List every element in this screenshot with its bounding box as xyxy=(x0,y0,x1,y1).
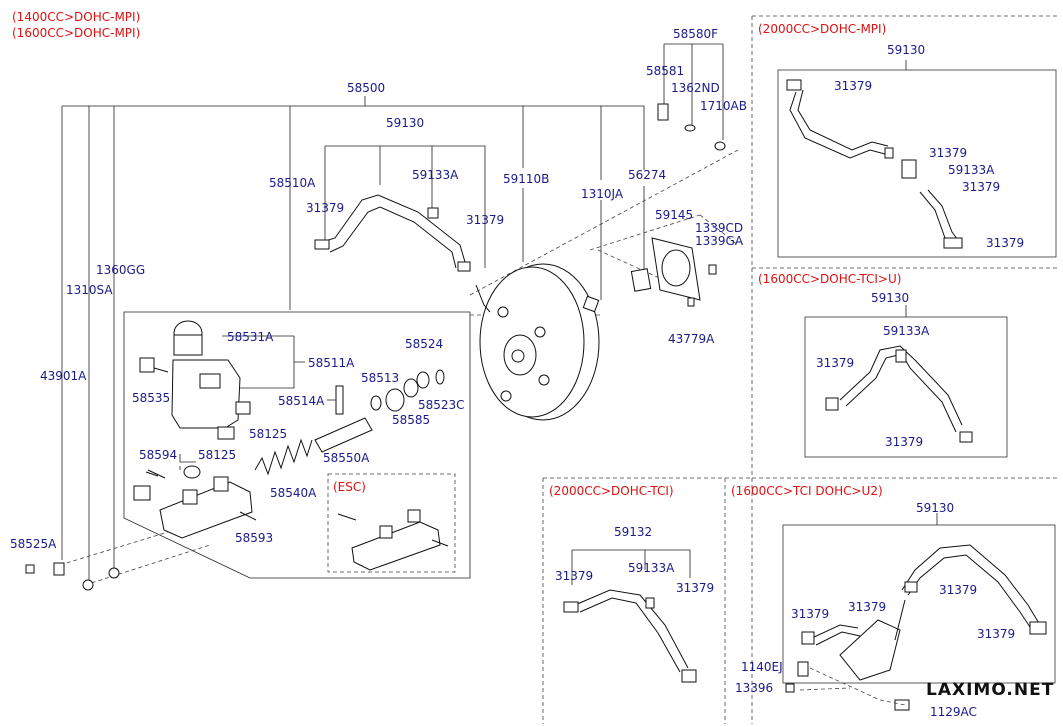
leader-58511A xyxy=(240,336,305,389)
label-1339GA: 1339GA xyxy=(695,234,744,248)
master-cylinder xyxy=(133,465,257,539)
label-2000mpi-31379-d: 31379 xyxy=(986,236,1024,250)
leader-58500 xyxy=(62,105,645,170)
label-58580F: 58580F xyxy=(673,27,718,41)
label-58540A: 58540A xyxy=(270,486,317,500)
brake-fluid-reservoir xyxy=(139,320,251,440)
label-1600u2-59130: 59130 xyxy=(916,501,954,515)
booster-gasket xyxy=(630,237,701,301)
label-58511A: 58511A xyxy=(308,356,355,370)
leader-58580F xyxy=(663,43,724,140)
label-1362ND: 1362ND xyxy=(671,81,720,95)
label-1310JA: 1310JA xyxy=(581,187,624,201)
box-2000-tci-title: (2000CC>DOHC-TCI) xyxy=(549,484,674,498)
esc-master-cylinder xyxy=(337,509,449,571)
box-1600-tci-u2-title: (1600CC>TCI DOHC>U2) xyxy=(731,484,883,498)
label-2000mpi-59130: 59130 xyxy=(887,43,925,57)
label-59145: 59145 xyxy=(655,208,693,222)
master-cylinder-frame xyxy=(123,311,471,579)
label-1600u2-31379-c: 31379 xyxy=(848,600,886,614)
hose-2000-mpi xyxy=(786,60,963,249)
label-58510A: 58510A xyxy=(269,176,316,190)
label-2000mpi-59133A: 59133A xyxy=(948,163,995,177)
label-58581: 58581 xyxy=(646,64,684,78)
label-2000tci-59133A: 59133A xyxy=(628,561,675,575)
label-59130-main: 59130 xyxy=(386,116,424,130)
label-1600u2-31379-b: 31379 xyxy=(791,607,829,621)
label-2000mpi-31379-a: 31379 xyxy=(834,79,872,93)
label-58513: 58513 xyxy=(361,371,399,385)
label-58500: 58500 xyxy=(347,81,385,95)
esc-label: (ESC) xyxy=(333,480,366,494)
label-1710AB: 1710AB xyxy=(700,99,747,113)
label-2000tci-31379-b: 31379 xyxy=(676,581,714,595)
label-56274: 56274 xyxy=(628,168,666,182)
hose-2000-tci xyxy=(563,549,697,683)
box-1600-tci-u-title: (1600CC>DOHC-TCI>U) xyxy=(758,272,901,286)
leader-59130-main xyxy=(324,145,486,268)
label-59110B: 59110B xyxy=(503,172,549,186)
label-58550A: 58550A xyxy=(323,451,370,465)
box-1600-tci-u2-inner xyxy=(782,524,1056,684)
label-59133A-main: 59133A xyxy=(412,168,459,182)
watermark: LAXIMO.NET xyxy=(926,680,1054,700)
label-58524: 58524 xyxy=(405,337,443,351)
label-58523C: 58523C xyxy=(418,398,465,412)
label-58514A: 58514A xyxy=(278,394,325,408)
label-1600u2-1129AC: 1129AC xyxy=(930,705,977,719)
check-valve-parts xyxy=(657,103,726,307)
brake-booster xyxy=(475,263,600,421)
label-1600u2-1140EJ: 1140EJ xyxy=(741,660,783,674)
label-58593: 58593 xyxy=(235,531,273,545)
label-1600u-31379-b: 31379 xyxy=(885,435,923,449)
mounting-hardware xyxy=(25,471,159,591)
label-1600u2-13396: 13396 xyxy=(735,681,773,695)
label-58125-a: 58125 xyxy=(249,427,287,441)
label-1339CD: 1339CD xyxy=(695,221,743,235)
label-58125-b: 58125 xyxy=(198,448,236,462)
label-1600u-59133A: 59133A xyxy=(883,324,930,338)
engine-label-1400: (1400CC>DOHC-MPI) xyxy=(12,10,140,24)
label-1360GG: 1360GG xyxy=(96,263,145,277)
box-2000-mpi-title: (2000CC>DOHC-MPI) xyxy=(758,22,886,36)
label-1310SA: 1310SA xyxy=(66,283,113,297)
label-31379-main-a: 31379 xyxy=(306,201,344,215)
label-1600u-59130: 59130 xyxy=(871,291,909,305)
label-58525A: 58525A xyxy=(10,537,57,551)
vacuum-hose-main xyxy=(314,194,471,272)
label-58594: 58594 xyxy=(139,448,177,462)
label-43901A: 43901A xyxy=(40,369,87,383)
label-2000mpi-31379-c: 31379 xyxy=(962,180,1000,194)
hose-1600-tci-u xyxy=(825,305,973,443)
box-2000-mpi-inner xyxy=(777,69,1057,258)
label-43779A: 43779A xyxy=(668,332,715,346)
label-2000mpi-31379-b: 31379 xyxy=(929,146,967,160)
label-31379-main-b: 31379 xyxy=(466,213,504,227)
engine-label-1600: (1600CC>DOHC-MPI) xyxy=(12,26,140,40)
box-2000-mpi-frame xyxy=(751,15,1060,479)
hose-1600-tci-u2 xyxy=(785,513,1047,711)
leader-58125 xyxy=(179,454,196,470)
box-2000-tci-frame xyxy=(542,477,753,724)
label-58585: 58585 xyxy=(392,413,430,427)
label-1600u-31379-a: 31379 xyxy=(816,356,854,370)
esc-frame xyxy=(327,473,456,573)
label-1600u2-31379-a: 31379 xyxy=(939,583,977,597)
piston-spring xyxy=(254,369,445,476)
label-58535: 58535 xyxy=(132,391,170,405)
label-2000tci-31379-a: 31379 xyxy=(555,569,593,583)
label-2000tci-59132: 59132 xyxy=(614,525,652,539)
label-1600u2-31379-d: 31379 xyxy=(977,627,1015,641)
label-58531A: 58531A xyxy=(227,330,274,344)
